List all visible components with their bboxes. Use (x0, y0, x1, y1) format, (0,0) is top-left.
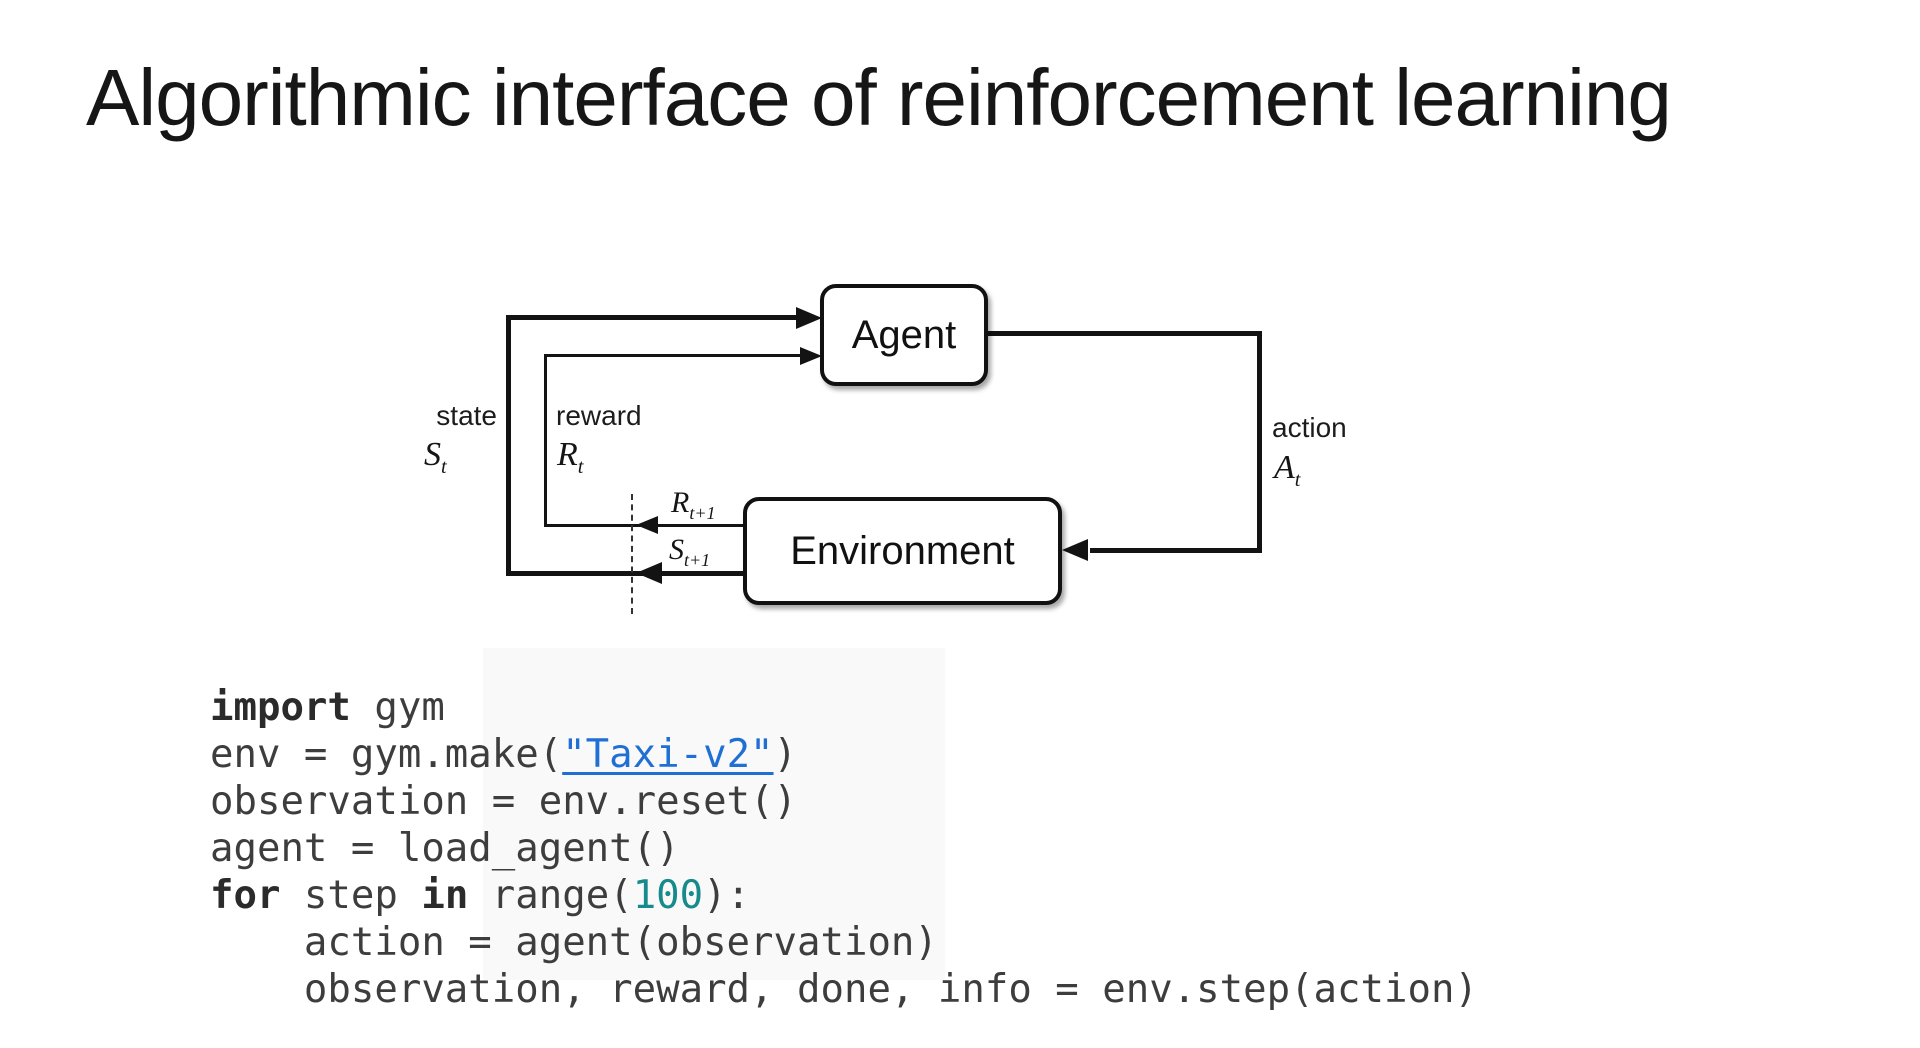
action-symbol: At (1274, 449, 1301, 491)
code-line: observation = env.reset() (210, 778, 1478, 825)
code-segment: step (280, 873, 422, 918)
reward-symbol: Rt (557, 436, 584, 478)
environment-box: Environment (743, 497, 1062, 605)
next-reward-symbol: Rt+1 (671, 486, 716, 523)
taxi-v2-link[interactable]: "Taxi-v2" (562, 732, 774, 777)
action-vertical-line (1257, 331, 1262, 553)
code-segment: range( (468, 873, 633, 918)
reward-arrowhead-icon (800, 347, 822, 365)
code-line: agent = load_agent() (210, 825, 1478, 872)
code-segment: ) (773, 732, 798, 777)
agent-box-label: Agent (851, 312, 957, 357)
agent-box: Agent (820, 284, 988, 386)
slide-title: Algorithmic interface of reinforcement l… (86, 53, 1672, 142)
environment-box-label: Environment (790, 528, 1015, 573)
reward-to-agent-line (544, 354, 800, 357)
agent-to-action-line (988, 331, 1262, 336)
action-label: action (1272, 412, 1347, 443)
action-to-env-line (1090, 548, 1262, 553)
time-step-dashed-line (631, 494, 633, 614)
next-state-from-env-line (506, 571, 743, 576)
state-vertical-line (506, 315, 511, 576)
code-segment: observation = env.reset() (210, 779, 797, 824)
state-to-agent-line (506, 315, 798, 320)
code-line: import gym (210, 684, 1478, 731)
code-segment: 100 (632, 873, 704, 918)
state-symbol: St (424, 436, 447, 478)
code-segment: import (210, 685, 351, 730)
reward-vertical-line (544, 354, 547, 527)
code-segment: action = agent(observation) (210, 920, 938, 965)
code-segment: env = gym.make( (210, 732, 563, 777)
code-segment: ): (703, 873, 751, 918)
code-line: action = agent(observation) (210, 919, 1478, 966)
code-segment: gym (350, 685, 445, 730)
state-label: state (436, 400, 497, 431)
code-background-artifact (483, 648, 945, 980)
reward-label: reward (556, 400, 642, 431)
state-arrowhead-icon (796, 307, 822, 329)
code-segment: agent = load_agent() (210, 826, 680, 871)
next-state-arrowhead-icon (636, 562, 662, 584)
action-arrowhead-icon (1062, 539, 1088, 561)
code-segment: in (421, 873, 469, 918)
next-reward-arrowhead-icon (636, 516, 658, 534)
code-line: observation, reward, done, info = env.st… (210, 966, 1478, 1013)
code-line: for step in range(100): (210, 872, 1478, 919)
next-state-symbol: St+1 (669, 533, 711, 570)
code-segment: observation, reward, done, info = env.st… (210, 967, 1478, 1012)
code-line: env = gym.make("Taxi-v2") (210, 731, 1478, 778)
code-segment: for (210, 873, 281, 918)
